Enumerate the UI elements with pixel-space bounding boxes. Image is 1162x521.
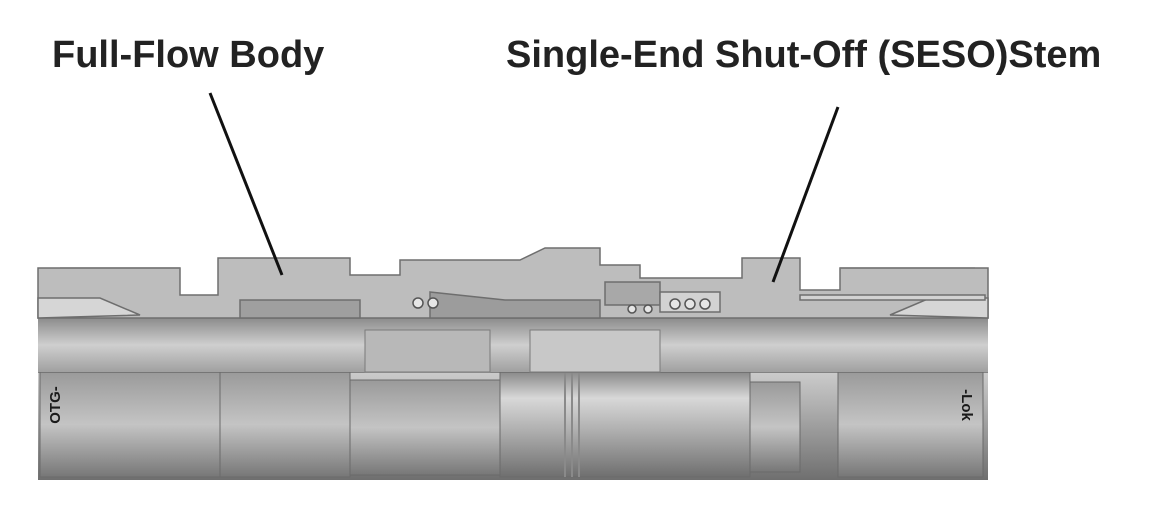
coupling-cutaway-upper <box>37 247 989 319</box>
seso-stem-label: Single-End Shut-Off (SESO)Stem <box>506 34 1102 76</box>
body-marking-left: OTG- <box>47 386 64 424</box>
full-flow-body-label: Full-Flow Body <box>52 34 325 76</box>
body-marking-right: -Lok <box>958 389 975 421</box>
stem-leader-line <box>771 106 840 283</box>
body-leader-line <box>208 92 284 276</box>
detent-balls <box>412 297 711 314</box>
flow-bore <box>38 318 988 373</box>
